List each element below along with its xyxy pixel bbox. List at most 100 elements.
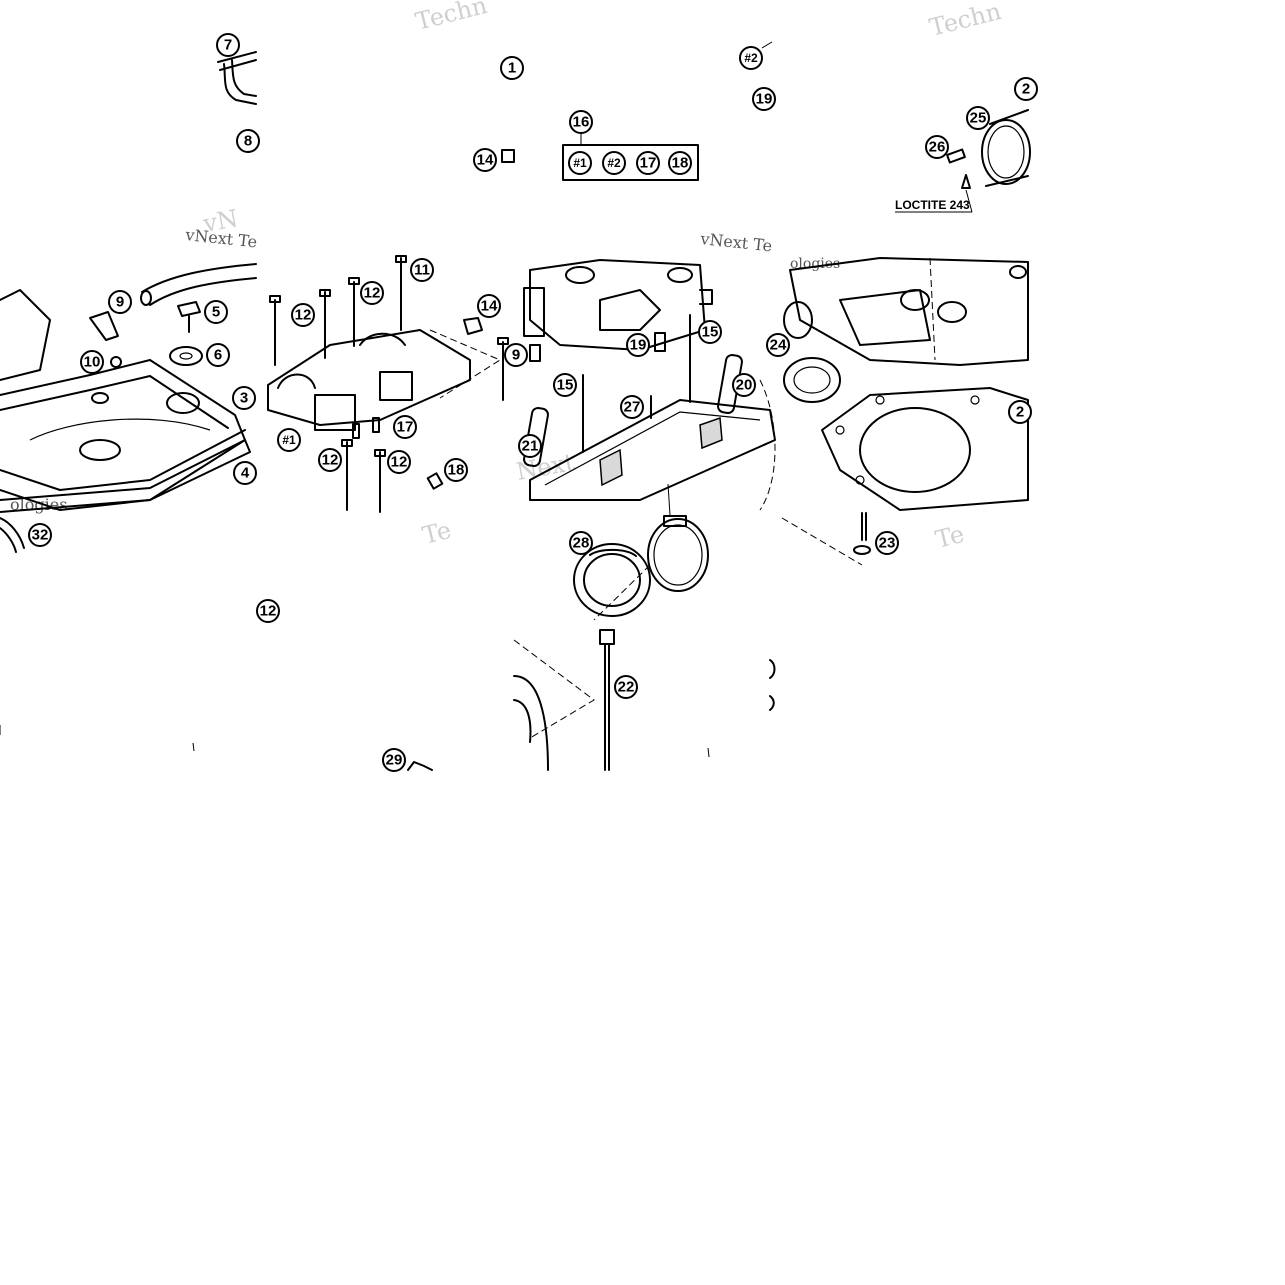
callout-24: 24 [766, 333, 790, 357]
callout-29: 29 [382, 748, 406, 772]
svg-text:12: 12 [391, 454, 408, 471]
grommet-6 [169, 346, 203, 366]
callout-6: 6 [206, 343, 230, 367]
watermark: Te [420, 516, 454, 550]
svg-text:17: 17 [640, 155, 657, 172]
svg-text:8: 8 [244, 133, 252, 150]
callout-2: 2 [1008, 400, 1032, 424]
assembly-line [781, 517, 863, 566]
watermark: Techn [927, 0, 1004, 42]
svg-text:11: 11 [414, 262, 430, 279]
callout-12: 12 [256, 599, 280, 623]
callout-9: 9 [504, 343, 528, 367]
callout-20: 20 [732, 373, 756, 397]
callout-5: 5 [204, 300, 228, 324]
nut-14 [463, 317, 483, 335]
callout-#1: #1 [277, 428, 301, 452]
svg-text:18: 18 [448, 462, 465, 479]
breather-hose [140, 263, 257, 306]
head-gasket-2 [821, 387, 1029, 511]
breather-pipe [217, 51, 257, 105]
callout-17: 17 [393, 415, 417, 439]
callout-3: 3 [232, 386, 256, 410]
watermark: Techn [413, 0, 490, 36]
svg-text:#2: #2 [607, 156, 621, 170]
fragment-part-29 [407, 761, 433, 771]
svg-text:20: 20 [736, 377, 753, 394]
svg-text:17: 17 [397, 419, 414, 436]
watermark: Te [933, 520, 967, 554]
callout-23: 23 [875, 531, 899, 555]
fitting-9 [89, 311, 122, 368]
callout-8: 8 [236, 129, 260, 153]
svg-text:#2: #2 [744, 51, 758, 65]
hose-32 [0, 517, 25, 553]
callout-19: 19 [626, 333, 650, 357]
svg-text:32: 32 [32, 527, 49, 544]
callout-22: 22 [614, 675, 638, 699]
callout-18: 18 [444, 458, 468, 482]
leader-line [761, 41, 773, 49]
hose-clamp [647, 515, 709, 592]
intake-boot-28 [573, 543, 651, 617]
watermark: vNext Te [699, 229, 774, 256]
svg-text:12: 12 [295, 307, 312, 324]
callout-4: 4 [233, 461, 257, 485]
svg-text:19: 19 [630, 337, 647, 354]
bolt-5 [177, 301, 201, 333]
callout-17: 17 [636, 151, 660, 175]
cylinder-head [523, 259, 713, 351]
svg-text:23: 23 [879, 535, 896, 552]
callout-15: 15 [698, 320, 722, 344]
callout-26: 26 [925, 135, 949, 159]
svg-text:14: 14 [481, 298, 498, 315]
fragment-line [192, 742, 195, 752]
callout-12: 12 [291, 303, 315, 327]
stud-23 [853, 512, 871, 555]
svg-text:16: 16 [573, 114, 590, 131]
svg-text:10: 10 [84, 354, 101, 371]
svg-text:12: 12 [260, 603, 277, 620]
bolt-26 [946, 148, 971, 189]
cylinder-head-gasket-frame [529, 399, 776, 501]
callout-14: 14 [473, 148, 497, 172]
intake-flange-24 [783, 301, 841, 403]
svg-text:1: 1 [508, 60, 516, 77]
loctite-note: LOCTITE 243 [895, 198, 970, 212]
callout-14: 14 [477, 294, 501, 318]
svg-text:2: 2 [1016, 404, 1024, 421]
valve-cover-gasket [0, 439, 251, 513]
fragment-arc [769, 659, 776, 711]
plug-18 [426, 472, 444, 490]
svg-text:25: 25 [970, 110, 987, 127]
callout-19: 19 [752, 87, 776, 111]
bolts-12 [269, 255, 509, 513]
svg-text:7: 7 [224, 37, 232, 54]
callout-27: 27 [620, 395, 644, 419]
svg-text:6: 6 [214, 347, 222, 364]
exhaust-flange [981, 109, 1031, 187]
callout-15: 15 [553, 373, 577, 397]
cylinder-block [789, 257, 1029, 366]
svg-text:15: 15 [702, 324, 719, 341]
svg-text:27: 27 [624, 399, 641, 416]
callout-2: 2 [1014, 77, 1038, 101]
manifold-fragment [513, 675, 549, 771]
watermarks: Techn Techn vNext Te vNext Te Te Te olog… [10, 0, 1004, 554]
small-nut-14 [501, 149, 515, 163]
fragment-line [707, 747, 710, 758]
svg-text:14: 14 [477, 152, 494, 169]
watermark: vN [200, 204, 240, 238]
callout-32: 32 [28, 523, 52, 547]
svg-text:#1: #1 [282, 433, 296, 447]
svg-text:28: 28 [573, 535, 590, 552]
callout-25: 25 [966, 106, 990, 130]
svg-text:3: 3 [240, 390, 248, 407]
camshaft-bearing-caps [267, 329, 502, 431]
callout-16: 16 [569, 110, 593, 134]
callout-12: 12 [318, 448, 342, 472]
centerline [759, 257, 936, 511]
svg-text:24: 24 [770, 337, 787, 354]
callout-#2: #2 [602, 151, 626, 175]
